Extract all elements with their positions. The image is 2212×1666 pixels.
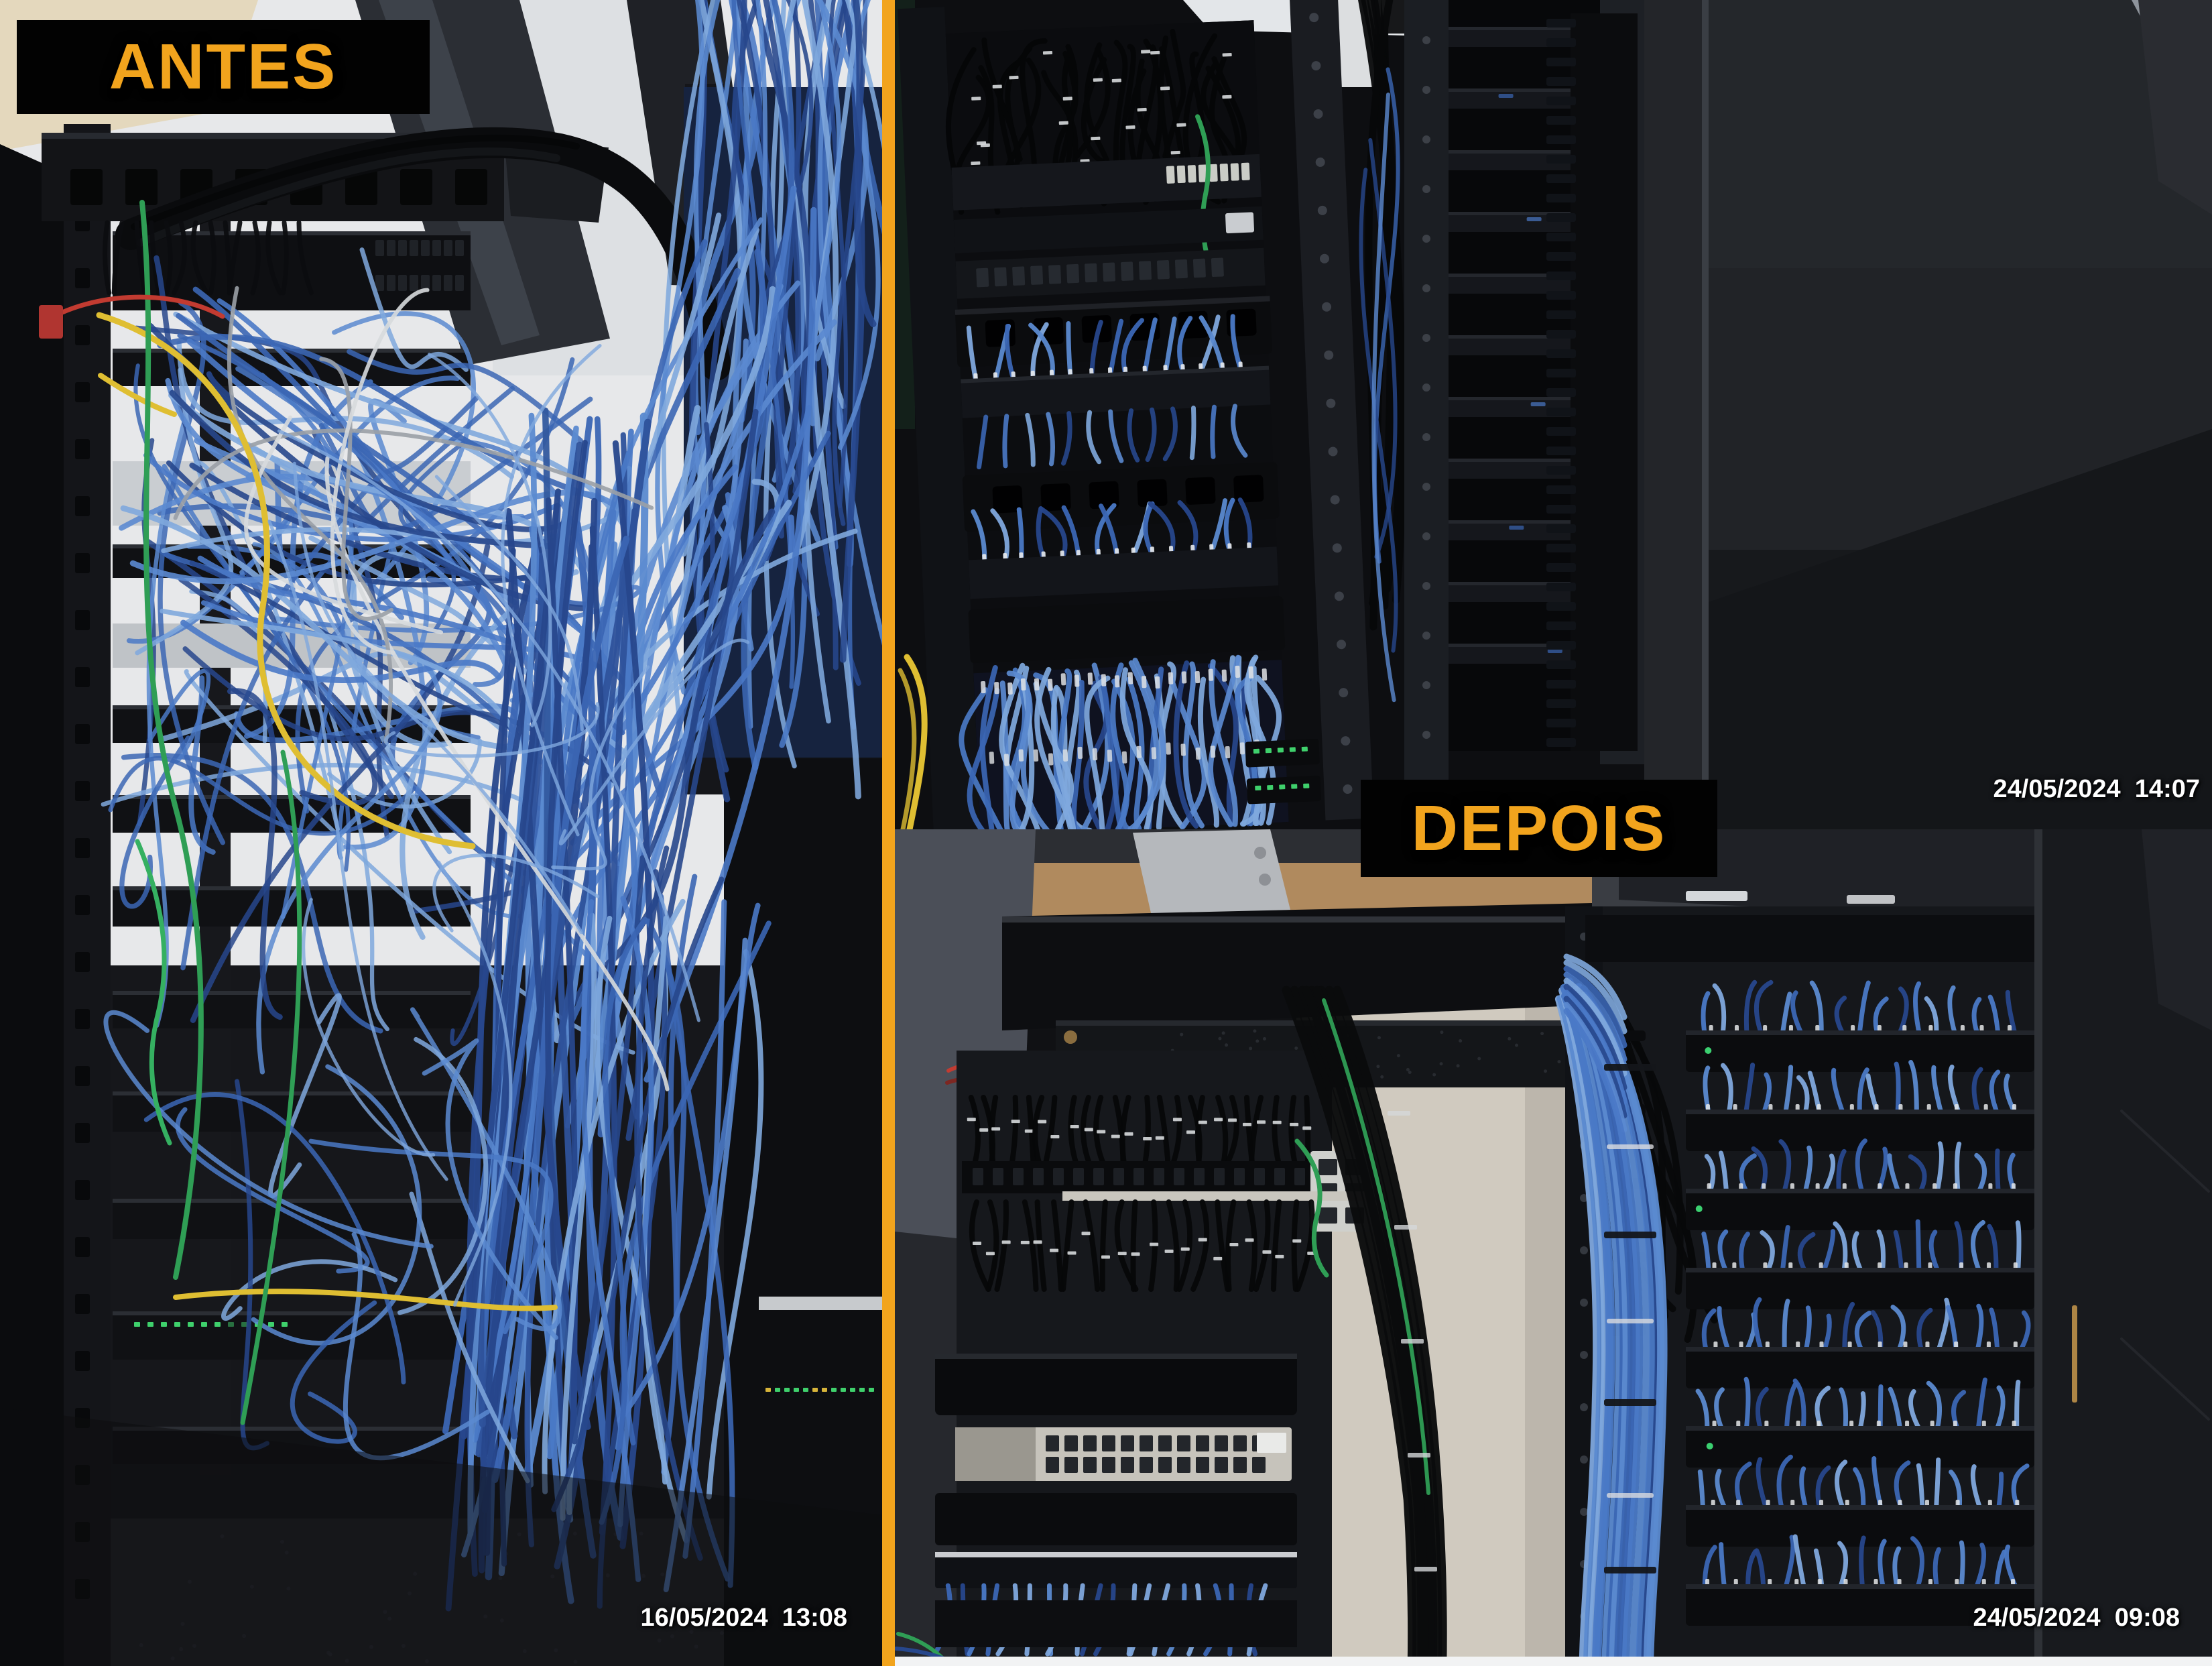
photo-after-organized-patching: 24/05/2024 09:08	[895, 829, 2212, 1666]
after-top-scene	[895, 0, 2212, 829]
after-label: DEPOIS	[1361, 780, 1717, 877]
photo-after-organized-racks: 24/05/2024 14:07	[895, 0, 2212, 829]
before-scene	[0, 0, 882, 1666]
orange-divider	[882, 0, 895, 1666]
before-label-text: ANTES	[109, 31, 338, 103]
timestamp-after-top: 24/05/2024 14:07	[1993, 775, 2201, 803]
after-label-text: DEPOIS	[1411, 792, 1667, 864]
before-label: ANTES	[17, 20, 430, 114]
timestamp-before: 16/05/2024 13:08	[640, 1604, 848, 1632]
after-bottom-scene	[895, 829, 2212, 1666]
photo-before-messy-cabling: ANTES 16/05/2024 13:08	[0, 0, 882, 1666]
timestamp-after-bottom: 24/05/2024 09:08	[1973, 1604, 2180, 1632]
